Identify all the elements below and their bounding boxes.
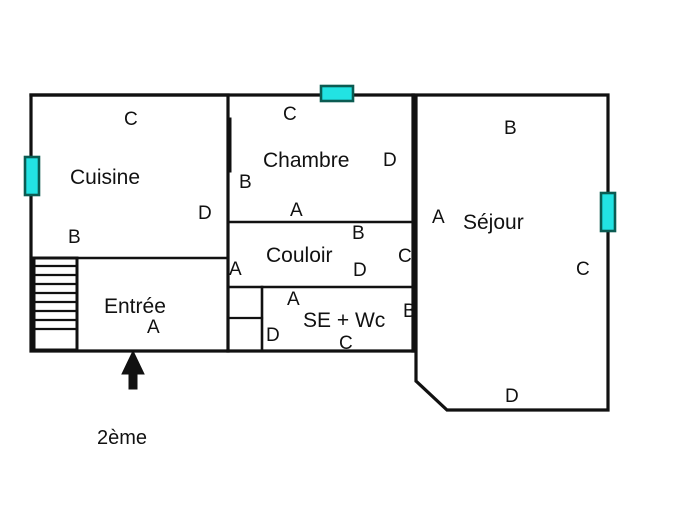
staircase-entree (32, 256, 79, 352)
wall-label-sejour-d: D (505, 386, 519, 407)
wall-label-chambre-b: B (239, 172, 252, 193)
room-label-cuisine: Cuisine (70, 166, 140, 189)
wall-label-sejour-b: B (504, 118, 517, 139)
wall-label-sewc-c: C (339, 333, 353, 354)
wall-label-sewc-d: D (266, 325, 280, 346)
wall-label-sewc-a: A (287, 289, 300, 310)
window-chambre-north (319, 84, 355, 103)
wall-label-couloir-b: B (352, 223, 365, 244)
room-name-labels: Cuisine Entrée Chambre Couloir SE + Wc S… (70, 149, 524, 332)
wall-label-chambre-c: C (283, 104, 297, 125)
room-label-sewc: SE + Wc (303, 309, 385, 332)
room-label-chambre: Chambre (263, 149, 349, 172)
wall-label-couloir-c: C (398, 246, 412, 267)
room-label-couloir: Couloir (266, 244, 333, 267)
wall-label-couloir-d: D (353, 260, 367, 281)
entry-arrow (121, 349, 145, 390)
wall-sejour-outline (414, 93, 610, 412)
windows (23, 84, 617, 233)
wall-label-cuisine-d: D (198, 203, 212, 224)
room-label-sejour: Séjour (463, 211, 524, 234)
wall-label-cuisine-b: B (68, 227, 81, 248)
floor-caption: 2ème (97, 427, 147, 449)
wall-label-sewc-b: B (403, 301, 416, 322)
wall-label-sejour-c: C (576, 259, 590, 280)
window-sejour-east (599, 191, 617, 233)
wall-label-chambre-a: A (290, 200, 303, 221)
wall-label-cuisine-c: C (124, 109, 138, 130)
room-label-entree: Entrée (104, 295, 166, 318)
wall-label-entree-a: A (147, 317, 160, 338)
window-cuisine-west (23, 155, 41, 197)
wall-label-couloir-a: A (229, 259, 242, 280)
wall-label-chambre-d: D (383, 150, 397, 171)
wall-letter-labels: C B D A C B D A B A D C A D C B B A C D (68, 104, 590, 407)
staircase-outline (32, 256, 79, 352)
entry-arrow-head (121, 349, 145, 390)
staircase-steps (34, 264, 77, 331)
wall-label-sejour-a: A (432, 207, 445, 228)
